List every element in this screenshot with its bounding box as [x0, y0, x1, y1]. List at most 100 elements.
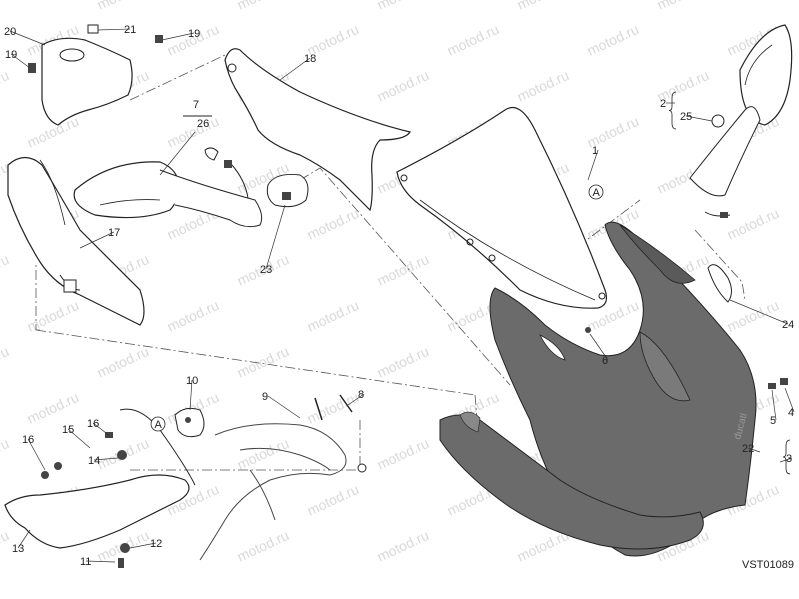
watermark-text: motod.ru — [445, 21, 502, 59]
leader-line — [79, 231, 115, 249]
watermark-text: motod.ru — [95, 343, 152, 381]
watermark-text: motod.ru — [0, 251, 11, 289]
front-fairing-part: ducati — [439, 221, 757, 557]
watermark-text: motod.ru — [725, 205, 782, 243]
watermark-text: motod.ru — [235, 0, 292, 13]
watermark-text: motod.ru — [305, 297, 362, 335]
callout-10: 10 — [186, 375, 198, 387]
watermark-text: motod.ru — [0, 435, 11, 473]
callout-20: 20 — [4, 26, 16, 38]
watermark-text: motod.ru — [235, 527, 292, 565]
leader-line — [685, 115, 713, 122]
leader-line — [267, 395, 301, 419]
callout-15: 15 — [62, 424, 74, 436]
callout-16: 16 — [87, 418, 99, 430]
watermark-text: motod.ru — [375, 67, 432, 105]
leader-line — [93, 457, 119, 461]
leader-line — [784, 387, 795, 413]
watermark-text: motod.ru — [235, 343, 292, 381]
reference-marker-A: A — [155, 419, 163, 431]
leader-line — [67, 428, 91, 449]
watermark-text: motod.ru — [0, 527, 11, 565]
leader-line — [10, 53, 31, 69]
callout-11: 11 — [80, 556, 91, 568]
leader-line — [129, 542, 157, 549]
watermark-text: motod.ru — [375, 343, 432, 381]
frame-bracket-part — [174, 394, 367, 561]
watermark-text: motod.ru — [25, 389, 82, 427]
watermark-text: motod.ru — [375, 435, 432, 473]
fasteners — [585, 327, 788, 389]
callout-14: 14 — [88, 455, 100, 467]
callout-5: 5 — [770, 415, 776, 427]
leader-line — [265, 204, 286, 270]
callout-18: 18 — [304, 53, 316, 65]
callout-16: 16 — [22, 434, 34, 446]
watermark-text: motod.ru — [515, 67, 572, 105]
leader-line — [589, 333, 609, 361]
leader-line — [27, 438, 46, 471]
leader-line — [161, 32, 195, 41]
callout-12: 12 — [150, 538, 162, 550]
callout-19: 19 — [188, 28, 200, 40]
callout-7: 7 — [193, 99, 199, 111]
inner-panel-part-18 — [224, 48, 411, 212]
callout-6: 6 — [602, 355, 608, 367]
windscreen-part — [396, 106, 608, 309]
callout-2: 2 — [660, 98, 666, 110]
watermark-text: motod.ru — [305, 481, 362, 519]
leader-line — [279, 57, 311, 81]
mirror-part — [689, 24, 793, 218]
reference-marker-circle — [150, 416, 166, 432]
watermark-text: motod.ru — [515, 0, 572, 13]
upper-panel-part-20 — [28, 24, 163, 126]
lower-panel-part-13 — [4, 408, 196, 568]
callout-8: 8 — [358, 389, 364, 401]
watermark-text: motod.ru — [0, 67, 11, 105]
callout-23: 23 — [260, 264, 272, 276]
watermark-text: motod.ru — [165, 113, 222, 151]
watermark-text: motod.ru — [305, 389, 362, 427]
left-mirror-part — [73, 147, 263, 228]
leader-line — [159, 131, 196, 176]
callout-24: 24 — [782, 319, 794, 331]
watermark-text: motod.ru — [0, 0, 11, 13]
callout-1: 1 — [592, 145, 598, 157]
watermark-text: motod.ru — [0, 343, 11, 381]
callout-25: 25 — [680, 111, 692, 123]
watermark-text: motod.ru — [655, 0, 712, 13]
callout-26: 26 — [197, 118, 209, 130]
drawing-code: VST01089 — [742, 559, 794, 571]
watermark-text: motod.ru — [585, 21, 642, 59]
leader-line — [17, 529, 31, 549]
callout-17: 17 — [108, 227, 120, 239]
leader-line — [97, 28, 131, 31]
callout-9: 9 — [262, 391, 268, 403]
callout-19: 19 — [5, 49, 17, 61]
leader-line — [587, 149, 599, 181]
side-panel-part-17 — [7, 156, 145, 326]
callout-13: 13 — [12, 543, 24, 555]
watermark-text: motod.ru — [95, 0, 152, 13]
leader-line — [9, 30, 46, 46]
watermark-text: motod.ru — [375, 0, 432, 13]
watermark-text: motod.ru — [165, 297, 222, 335]
callout-brace — [782, 439, 791, 475]
bracket-part-23 — [266, 174, 309, 208]
callout-22: 22 — [742, 443, 754, 455]
leader-line — [347, 393, 365, 406]
fairing-bracket-24 — [707, 264, 732, 303]
watermark-text: motod.ru — [375, 251, 432, 289]
leader-line — [85, 560, 116, 563]
leader-line — [771, 389, 777, 421]
leader-line — [747, 447, 761, 453]
watermark-text: motod.ru — [305, 205, 362, 243]
callout-brace — [668, 91, 677, 130]
leader-line — [92, 422, 111, 437]
callout-4: 4 — [788, 407, 794, 419]
marker-layer: AA — [150, 184, 604, 432]
leader-line — [189, 379, 193, 411]
